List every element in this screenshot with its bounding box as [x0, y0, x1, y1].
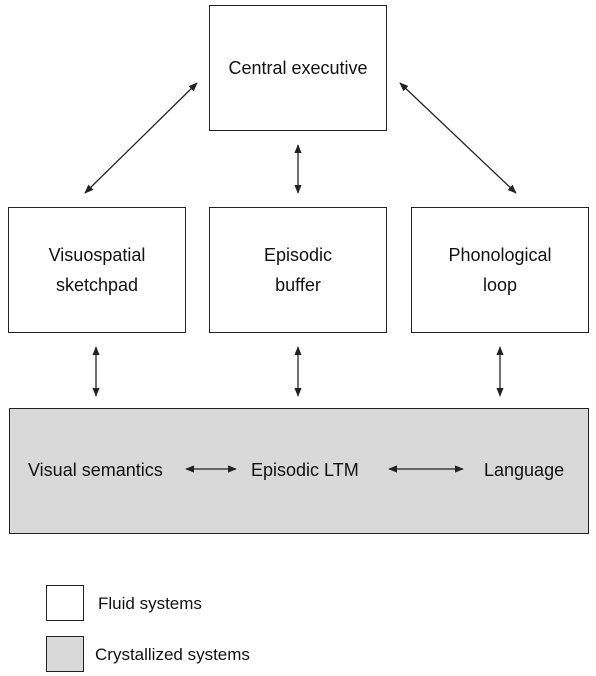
legend-label-crystallized: Crystallized systems — [95, 645, 250, 664]
episodic-buffer-label-line1: Episodic — [263, 245, 333, 265]
legend-label-fluid: Fluid systems — [98, 594, 202, 613]
visuospatial-sketchpad-box: Visuospatial sketchpad — [8, 207, 186, 333]
arrow-ce-visuospatial — [84, 82, 198, 194]
visual-semantics-label: Visual semantics — [28, 460, 163, 480]
central-executive-box: Central executive — [209, 5, 387, 131]
episodic-buffer-box: Episodic buffer — [209, 207, 387, 333]
episodic-buffer-label-line2: buffer — [275, 275, 321, 295]
legend-swatch-fluid — [46, 585, 84, 621]
phonological-loop-label-line1: Phonological — [448, 245, 552, 265]
visuospatial-label-line1: Visuospatial — [48, 245, 146, 265]
legend-swatch-crystallized — [46, 636, 84, 672]
visuospatial-label-line2: sketchpad — [55, 275, 139, 295]
language-label: Language — [484, 460, 565, 480]
central-executive-label: Central executive — [228, 58, 368, 78]
episodic-ltm-label: Episodic LTM — [251, 460, 359, 480]
long-term-memory-box — [9, 408, 589, 534]
phonological-loop-box: Phonological loop — [411, 207, 589, 333]
phonological-loop-label-line2: loop — [482, 275, 518, 295]
arrow-ce-phonological — [399, 82, 517, 194]
